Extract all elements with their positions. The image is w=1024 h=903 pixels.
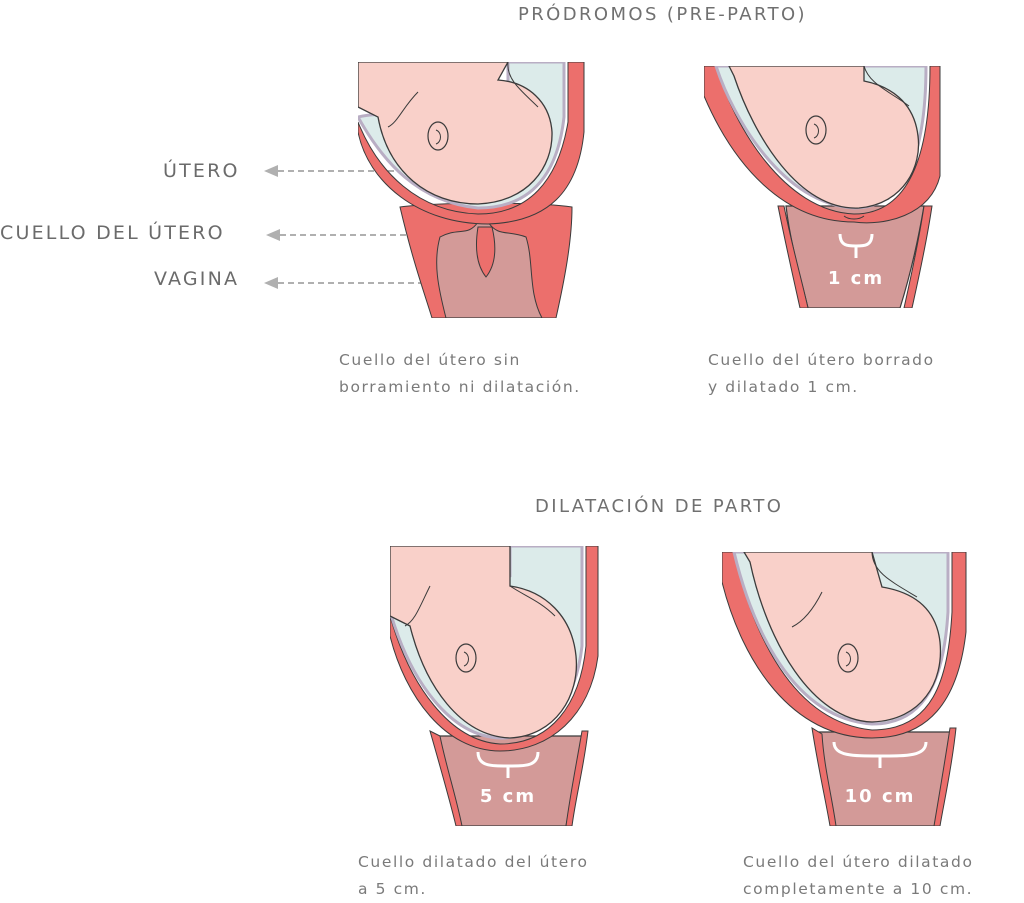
diagram-panel-1cm: 1 cm: [704, 66, 941, 308]
cervix-wall: [811, 727, 957, 826]
caption-line: borramiento ni dilatación.: [339, 378, 581, 396]
caption-panel-1: Cuello del útero sin borramiento ni dila…: [339, 347, 581, 401]
section-title-prodromos: PRÓDROMOS (PRE-PARTO): [518, 4, 807, 25]
cervix-wall: [429, 730, 589, 826]
measure-label-1cm: 1 cm: [828, 268, 884, 289]
label-utero: ÚTERO: [163, 160, 240, 182]
baby-ear: [427, 121, 449, 151]
measure-brace: [832, 741, 928, 768]
caption-panel-3: Cuello dilatado del útero a 5 cm.: [358, 849, 589, 903]
cervix-wall: [777, 205, 933, 308]
vagina-shape: [817, 731, 951, 826]
measure-label-5cm: 5 cm: [480, 786, 536, 807]
diagram-panel-5cm: 5 cm: [390, 546, 599, 826]
caption-line: y dilatado 1 cm.: [708, 378, 859, 396]
uterus-wall: [704, 66, 941, 224]
caption-line: completamente a 10 cm.: [743, 880, 974, 898]
diagram-panel-sin-dilatacion: [358, 62, 585, 318]
diagram-panel-10cm: 10 cm: [722, 552, 967, 826]
baby-ear: [805, 115, 827, 145]
baby-ear: [837, 643, 859, 673]
baby-ear: [455, 643, 477, 673]
measure-label-10cm: 10 cm: [845, 786, 916, 807]
uterus-wall: [722, 552, 967, 739]
baby-head: [358, 62, 553, 205]
measure-brace: [838, 233, 874, 258]
caption-line: Cuello del útero borrado: [708, 351, 935, 369]
label-vagina: VAGINA: [154, 268, 240, 290]
caption-line: Cuello del útero sin: [339, 351, 521, 369]
caption-line: Cuello del útero dilatado: [743, 853, 974, 871]
caption-line: Cuello dilatado del útero: [358, 853, 589, 871]
caption-panel-4: Cuello del útero dilatado completamente …: [743, 849, 974, 903]
caption-line: a 5 cm.: [358, 880, 427, 898]
label-cuello-del-utero: CUELLO DEL ÚTERO: [0, 222, 225, 244]
baby-head: [743, 552, 942, 723]
measure-brace: [476, 751, 540, 778]
baby-head: [390, 546, 578, 739]
uterus-wall: [358, 62, 585, 225]
section-title-dilatacion: DILATACIÓN DE PARTO: [535, 496, 784, 517]
caption-panel-2: Cuello del útero borrado y dilatado 1 cm…: [708, 347, 935, 401]
cervix-wall: [399, 202, 573, 318]
uterus-wall: [390, 546, 599, 752]
